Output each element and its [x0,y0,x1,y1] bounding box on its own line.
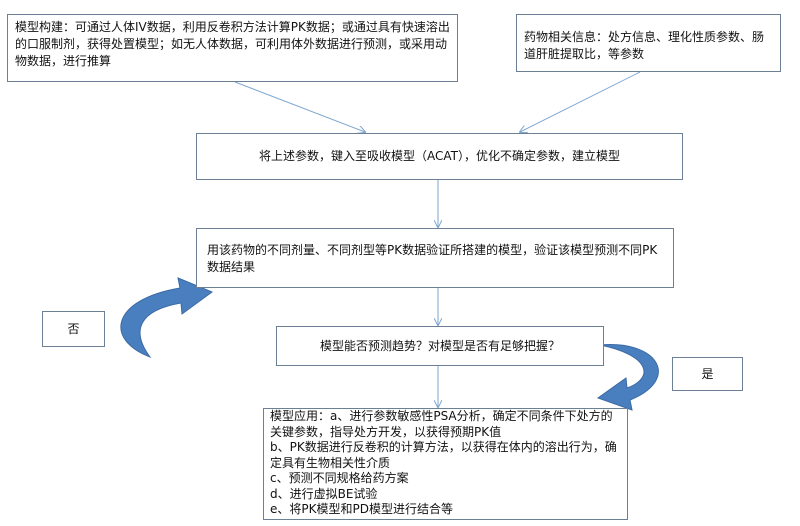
application-item-b: b、PK数据进行反卷积的计算方法，以获得在体内的溶出行为，确定具有生物相关性介质 [270,440,617,470]
application-item-a: 模型应用：a、进行参数敏感性PSA分析，确定不同条件下处方的关键参数，指导处方开… [270,409,613,439]
validate-step-text: 用该药物的不同剂量、不同剂型等PK数据验证所搭建的模型，验证该模型预测不同PK数… [207,243,658,274]
arrow-info-to-input [520,71,641,132]
model-build-text: 模型构建：可通过人体IV数据，利用反卷积方法计算PK数据；或通过具有快速溶出的口… [15,20,450,68]
input-step-text: 将上述参数，键入至吸收模型（ACAT），优化不确定参数，建立模型 [259,149,620,163]
model-build-box: 模型构建：可通过人体IV数据，利用反卷积方法计算PK数据；或通过具有快速溶出的口… [7,14,458,82]
decision-text: 模型能否预测趋势？对模型是否有足够把握？ [319,339,560,353]
curved-arrow-yes [596,344,659,411]
drug-info-box: 药物相关信息：处方信息、理化性质参数、肠道肝脏提取比，等参数 [516,14,781,72]
decision-box: 模型能否预测趋势？对模型是否有足够把握？ [276,326,604,366]
application-item-c: c、预测不同规格给药方案 [270,471,409,485]
validate-step-box: 用该药物的不同剂量、不同剂型等PK数据验证所搭建的模型，验证该模型预测不同PK数… [196,228,674,288]
application-box: 模型应用：a、进行参数敏感性PSA分析，确定不同条件下处方的关键参数，指导处方开… [263,408,628,520]
drug-info-text: 药物相关信息：处方信息、理化性质参数、肠道肝脏提取比，等参数 [524,30,765,61]
application-item-d: d、进行虚拟BE试验 [270,486,378,501]
application-item-e: e、将PK模型和PD模型进行结合等 [270,502,453,516]
no-box: 否 [42,311,105,347]
yes-box: 是 [672,357,743,391]
input-step-box: 将上述参数，键入至吸收模型（ACAT），优化不确定参数，建立模型 [196,133,683,180]
curved-arrow-no [120,277,214,359]
arrow-build-to-input [234,81,365,132]
no-label: 否 [67,322,80,336]
yes-label: 是 [701,367,714,381]
